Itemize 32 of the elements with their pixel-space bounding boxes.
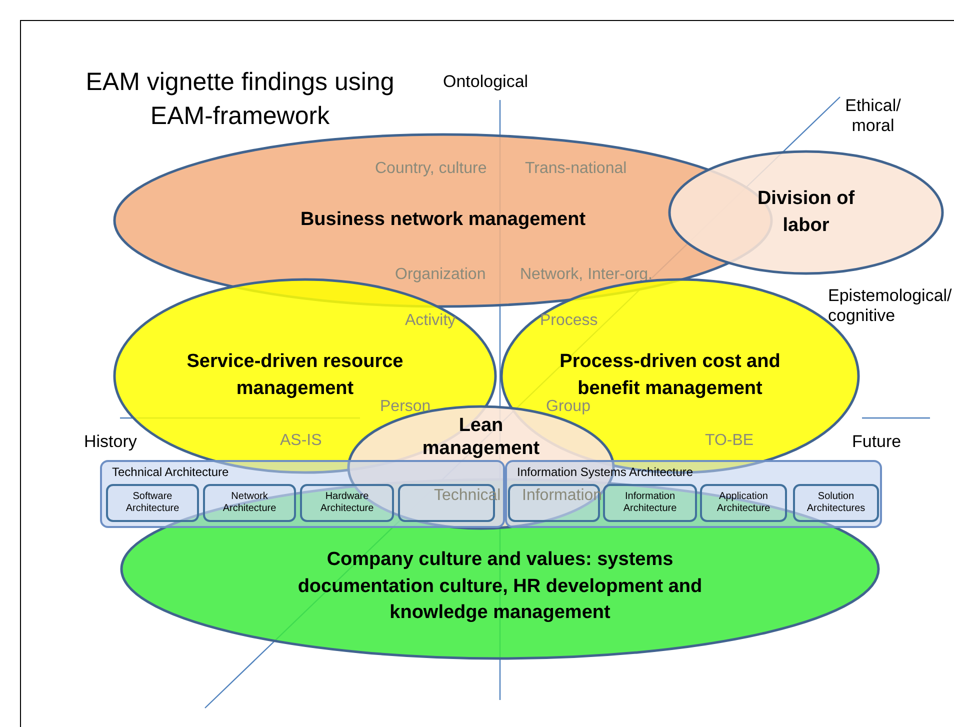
- background-label: Person: [380, 398, 431, 416]
- area-label: Business network management: [300, 208, 586, 232]
- background-label: Activity: [405, 312, 456, 330]
- background-label: AS-IS: [280, 432, 322, 450]
- background-label: Network, Inter-org.: [520, 266, 652, 284]
- background-label: Trans-national: [525, 160, 627, 178]
- architecture-box: Hardware Architecture: [300, 484, 394, 522]
- title: EAM vignette findings using EAM-framework: [84, 67, 396, 132]
- axis-label: Ethical/ moral: [844, 96, 902, 136]
- architecture-box: Software Architecture: [106, 484, 199, 522]
- background-label: Country, culture: [375, 160, 487, 178]
- axis-label: Ontological: [443, 72, 528, 92]
- axis-label: History: [84, 432, 137, 452]
- architecture-panel: [100, 460, 505, 528]
- background-label: TO-BE: [705, 432, 754, 450]
- architecture-box: Information Architecture: [603, 484, 697, 522]
- area-label: Lean management: [421, 414, 541, 460]
- area-label: Division of labor: [756, 186, 856, 238]
- area-label: Company culture and values: systems documentation culture, HR development and knowledge management: [296, 548, 704, 626]
- area-label: Process-driven cost and benefit management: [558, 350, 782, 400]
- panel-heading: Technical Architecture: [112, 465, 229, 479]
- panel-heading: Information Systems Architecture: [517, 465, 694, 479]
- axis-label: Future: [852, 432, 902, 452]
- background-label: Process: [540, 312, 598, 330]
- architecture-panel: [505, 460, 882, 528]
- background-label: Organization: [395, 266, 486, 284]
- oval-area: [668, 150, 944, 275]
- architecture-box: Application Architecture: [700, 484, 787, 522]
- architecture-box: Solution Architectures: [793, 484, 879, 522]
- area-label: Service-driven resource management: [186, 350, 404, 400]
- background-label: Group: [546, 398, 590, 416]
- architecture-box: Network Architecture: [203, 484, 296, 522]
